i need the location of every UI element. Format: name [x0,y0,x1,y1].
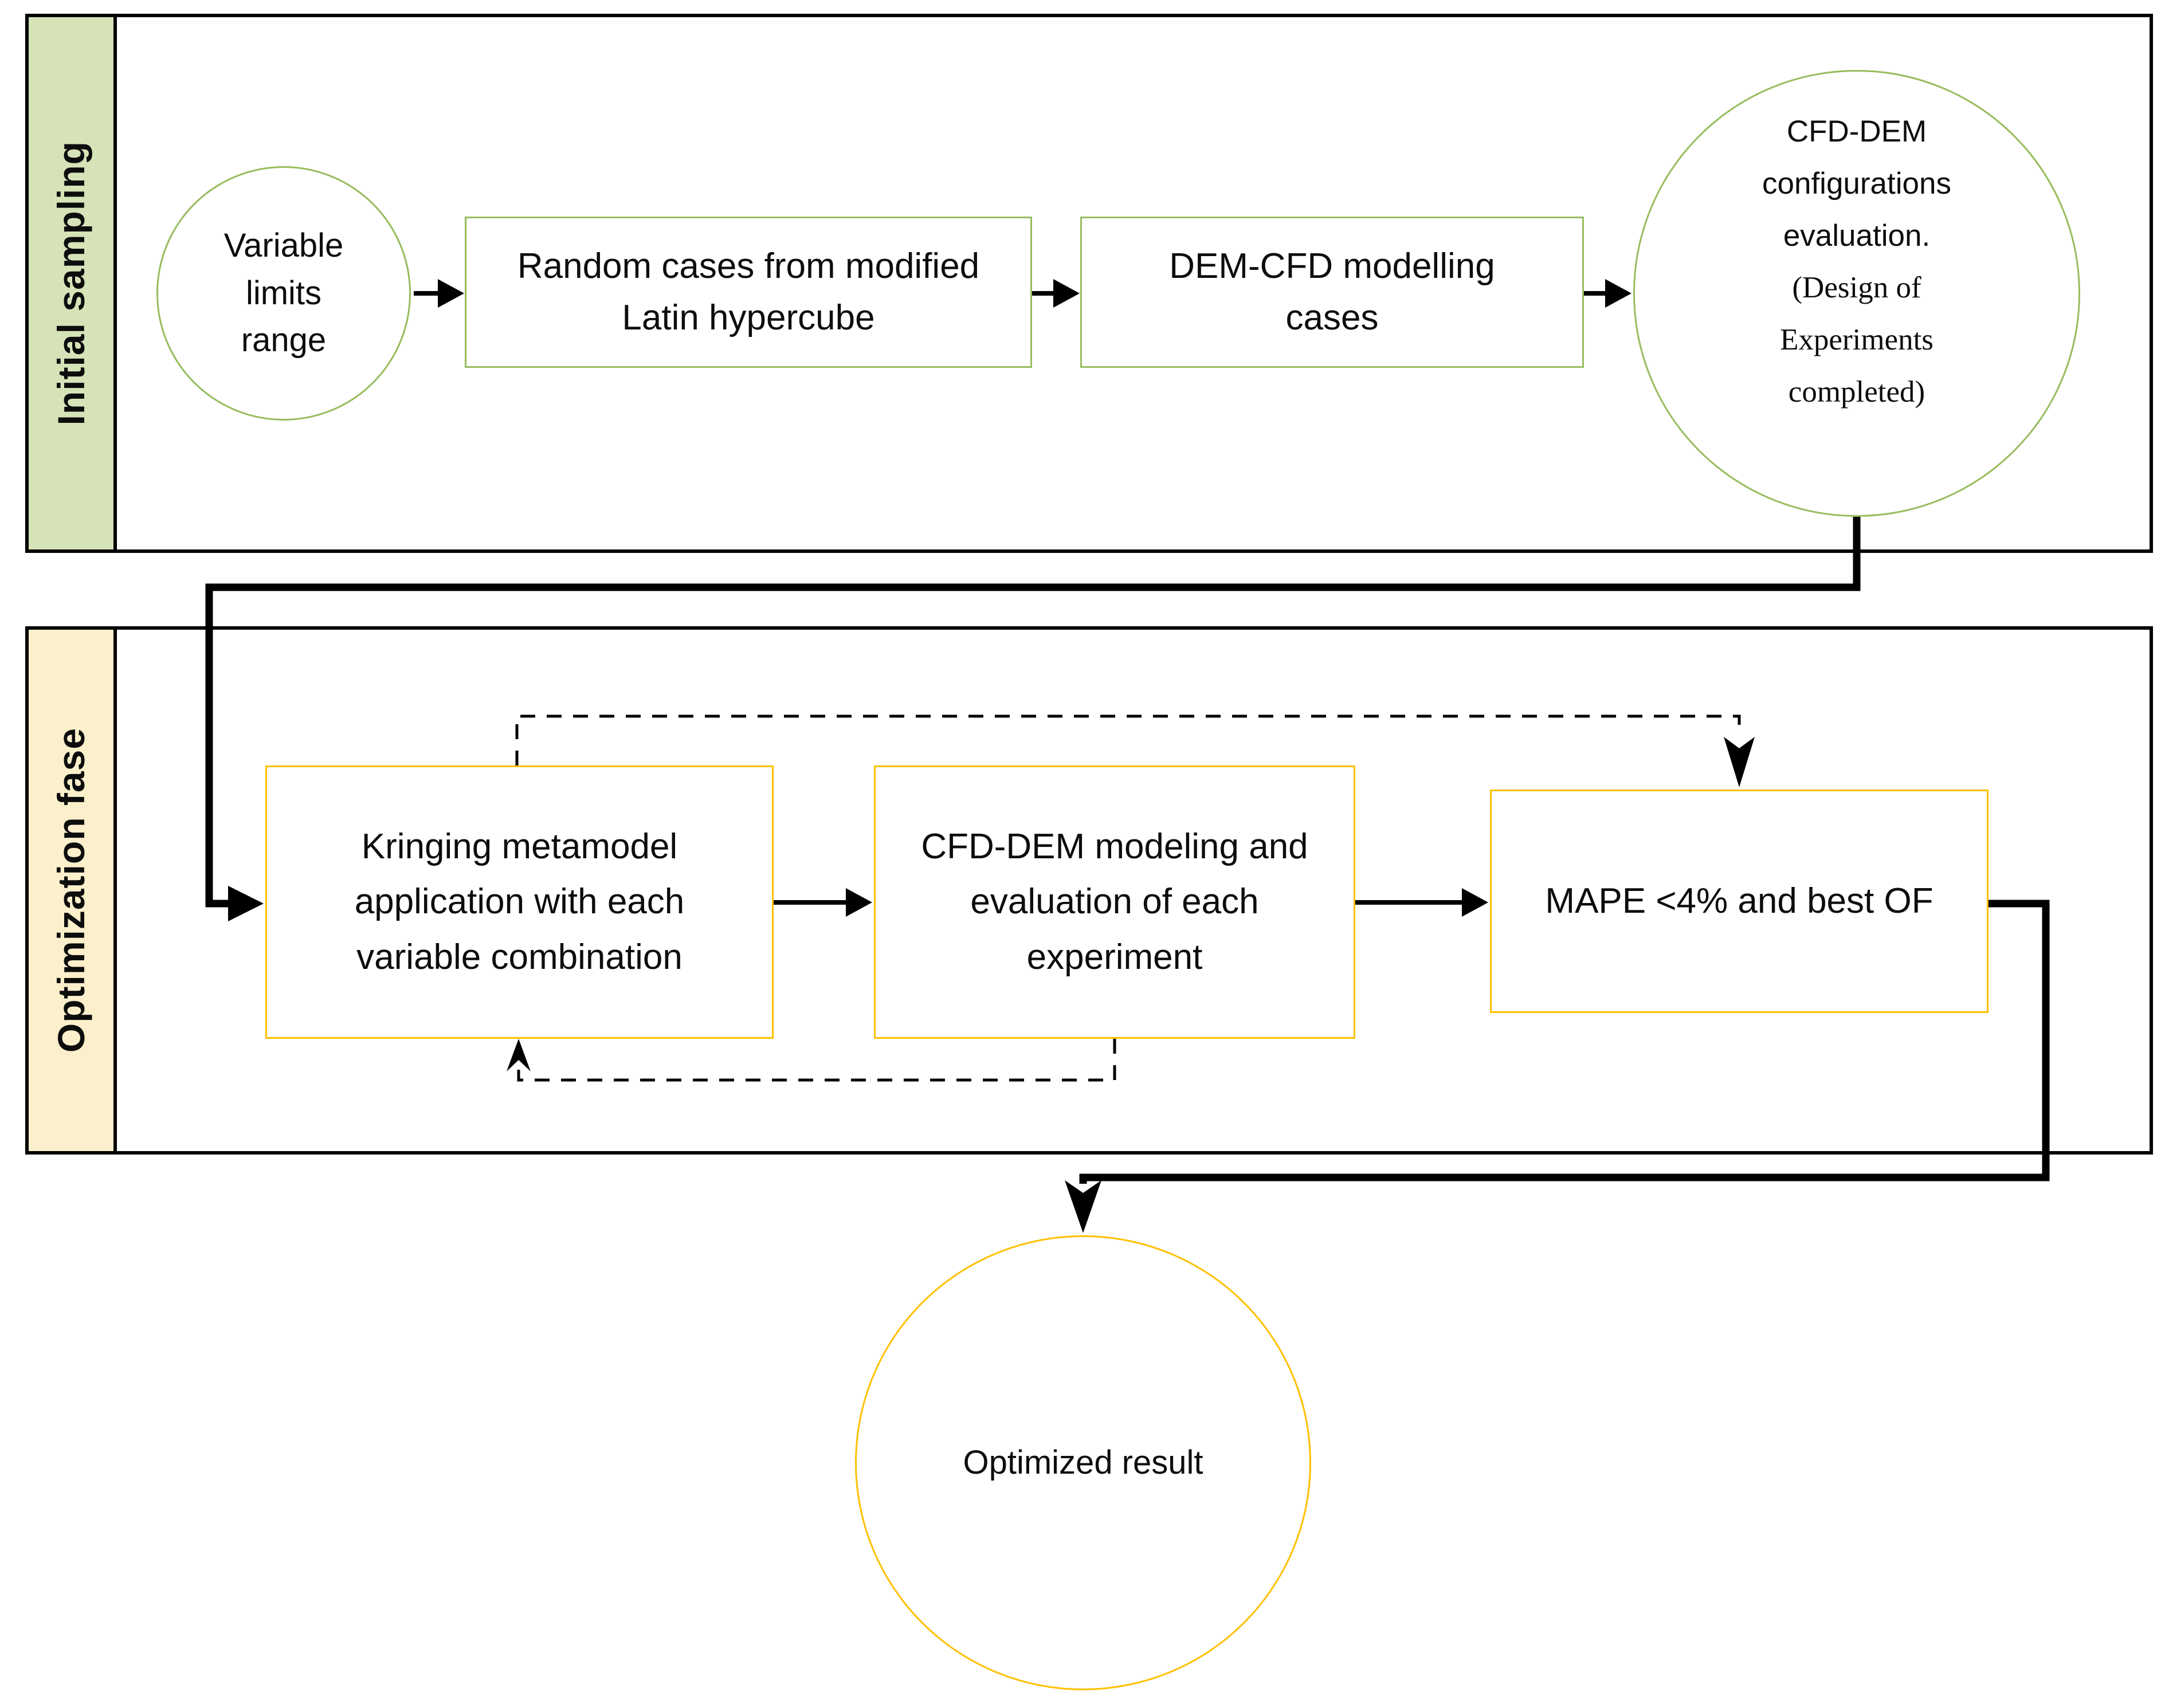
text-line: Experiments [1780,323,1933,357]
text-line: configurations [1762,166,1951,201]
text-line: Random cases from modified [517,246,980,286]
text-line: range [241,321,327,359]
node-kringing-metamodel: Kringing metamodel application with each… [265,765,774,1039]
text-line: evaluation of each [970,882,1259,922]
text-line: CFD-DEM modeling and [921,827,1308,867]
text-line: Kringing metamodel [361,827,678,867]
node-dem-cfd-modelling-cases: DEM-CFD modelling cases [1080,217,1584,368]
section-label-initial-sampling: Initial sampling [25,14,117,553]
text-line: limits [245,274,322,312]
text-line: evaluation. [1783,218,1931,253]
section-label-optimization: Optimization fase [25,626,117,1155]
text-line: variable combination [356,937,683,977]
node-variable-limits-range: Variable limits range [156,166,411,421]
text-line: DEM-CFD modelling [1169,246,1495,286]
initial-sampling-label: Initial sampling [50,141,92,426]
node-random-cases: Random cases from modified Latin hypercu… [465,217,1032,368]
node-optimized-result: Optimized result [855,1235,1311,1690]
optimization-label: Optimization fase [50,728,92,1053]
text-line: (Design of [1792,271,1921,304]
node-cfd-dem-modeling-evaluation: CFD-DEM modeling and evaluation of each … [874,765,1355,1039]
text-line: experiment [1026,937,1203,977]
text-line: Variable [223,227,344,265]
text-line: completed) [1788,375,1925,409]
text-line: CFD-DEM [1786,114,1927,148]
text-line: cases [1285,298,1379,337]
node-cfd-dem-configurations-evaluation: CFD-DEM configurations evaluation. (Desi… [1633,70,2080,517]
text-line: MAPE <4% and best OF [1545,881,1933,921]
node-mape-check: MAPE <4% and best OF [1490,790,1989,1013]
arrowhead-icon [1065,1180,1101,1233]
text-line: Optimized result [963,1444,1203,1482]
text-line: application with each [354,882,685,922]
text-line: Latin hypercube [622,298,875,337]
